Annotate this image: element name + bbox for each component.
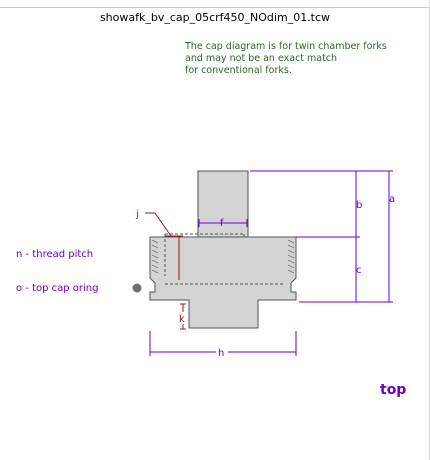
cap-stem — [197, 170, 249, 238]
dimension-c-label: c — [356, 265, 362, 276]
cap-note-line-1: The cap diagram is for twin chamber fork… — [185, 41, 387, 52]
dimension-k — [180, 303, 186, 330]
cap-note: The cap diagram is for twin chamber fork… — [185, 41, 395, 77]
dimension-a — [250, 170, 393, 303]
dimension-b-label: b — [356, 200, 362, 211]
dimension-j-label: j — [135, 209, 139, 220]
dimension-b — [296, 171, 360, 238]
view-label-top: top — [380, 382, 407, 398]
oring-marker-icon — [132, 283, 142, 293]
legend-top-cap-oring: o - top cap oring — [16, 283, 99, 294]
thread-right — [287, 239, 295, 274]
dimension-h-label: h — [218, 348, 224, 359]
cap-note-line-2: and may not be an exact match — [185, 53, 338, 64]
dimension-j — [145, 212, 183, 280]
drawing-title: showafk_bv_cap_05crf450_NOdim_01.tcw — [99, 11, 331, 24]
dimension-a-label: a — [389, 194, 395, 205]
dimension-f-label: f — [220, 218, 224, 229]
hidden-bore — [164, 233, 285, 285]
dimension-f — [198, 219, 248, 227]
cap-note-line-3: for conventional forks. — [185, 65, 292, 76]
thread-left — [151, 239, 159, 274]
legend-thread-pitch: n - thread pitch — [16, 249, 94, 260]
cap-body — [149, 236, 297, 329]
top-rule — [0, 7, 430, 8]
dimension-k-label: k — [179, 314, 185, 325]
dimension-h-label-bg — [216, 346, 228, 357]
